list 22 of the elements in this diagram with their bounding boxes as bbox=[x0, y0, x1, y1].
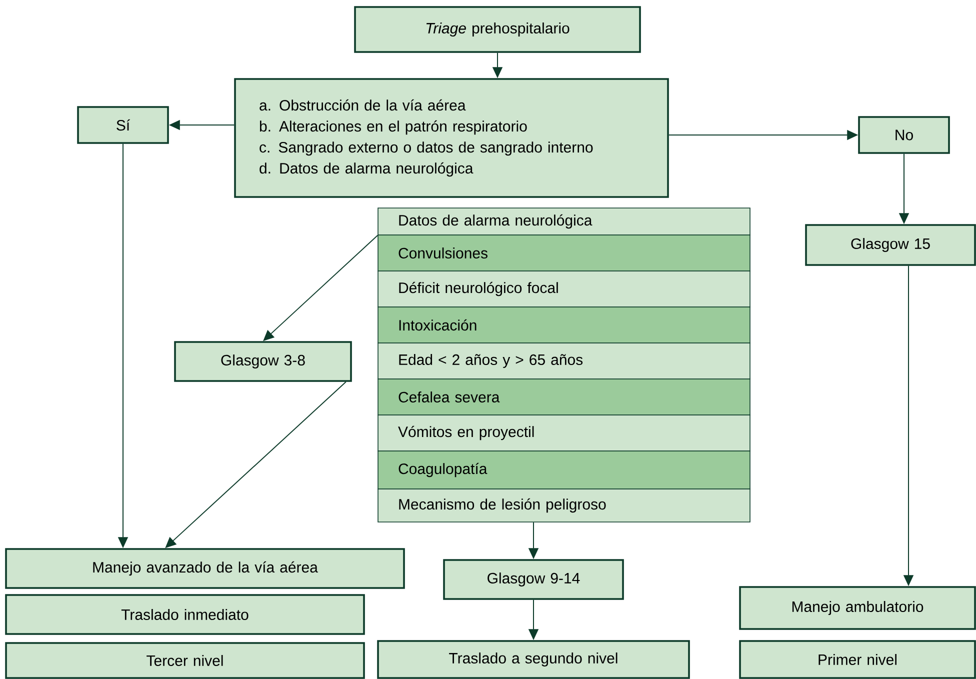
table-row: Convulsiones bbox=[378, 234, 750, 272]
process-box: No bbox=[858, 116, 950, 154]
process-box: Traslado a segundo nivel bbox=[377, 640, 690, 679]
process-box: Glasgow 9-14 bbox=[443, 559, 624, 600]
table-row: Datos de alarma neurológica bbox=[378, 208, 750, 236]
table-row: Intoxicación bbox=[378, 306, 750, 344]
process-box: Tercer nivel bbox=[5, 642, 365, 679]
table-row: Mecanismo de lesión peligroso bbox=[378, 488, 750, 522]
table-row: Déficit neurológico focal bbox=[378, 270, 750, 308]
table-row: Edad < 2 años y > 65 años bbox=[378, 342, 750, 380]
process-box: Manejo avanzado de la vía aérea bbox=[5, 548, 405, 589]
process-box: Manejo ambulatorio bbox=[739, 586, 976, 630]
process-box: Glasgow 3-8 bbox=[174, 341, 352, 382]
process-box: Triage prehospitalario bbox=[354, 6, 641, 53]
process-box: Sí bbox=[77, 106, 169, 144]
process-box: Traslado inmediato bbox=[5, 594, 365, 635]
process-box: Primer nivel bbox=[739, 640, 976, 679]
table-row: Cefalea severa bbox=[378, 378, 750, 416]
process-box: Glasgow 15 bbox=[805, 224, 976, 266]
table-row: Vómitos en proyectil bbox=[378, 414, 750, 452]
table-row: Coagulopatía bbox=[378, 450, 750, 490]
process-box: a. Obstrucción de la vía aérea b. Alteraciones en el patrón respiratorio c. Sangrado externo o datos de sangrado interno d. Datos de alarma neurológica bbox=[234, 78, 669, 198]
